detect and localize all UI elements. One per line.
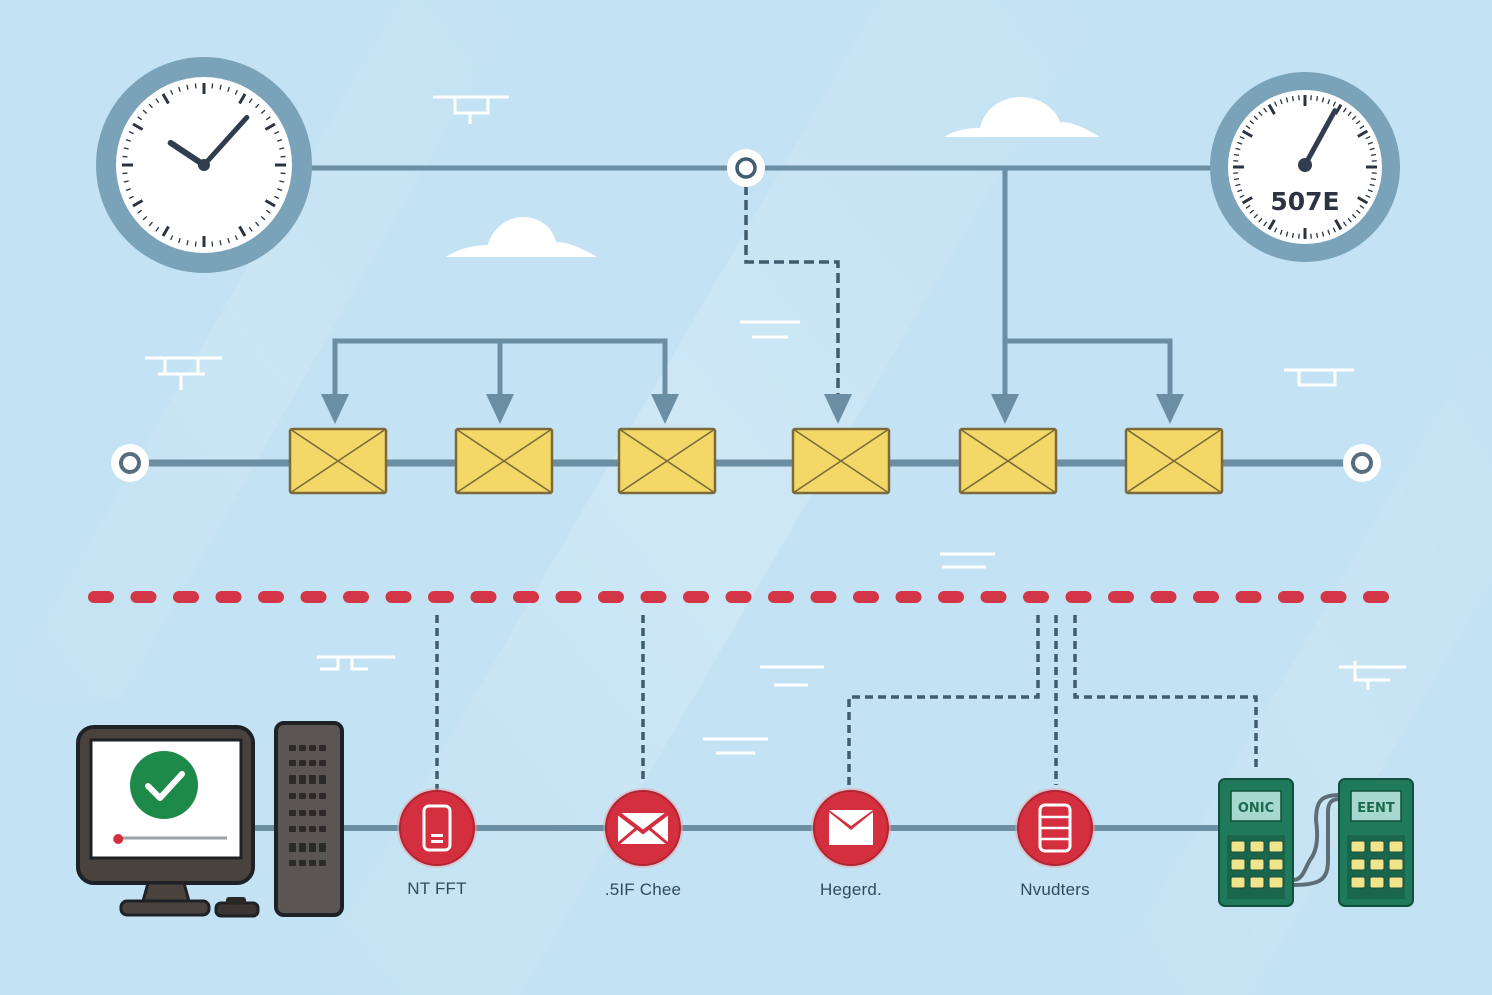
envelope-icon[interactable] bbox=[454, 427, 554, 495]
envelope-icon[interactable] bbox=[617, 427, 717, 495]
dashed-connectors bbox=[435, 615, 1258, 790]
keypad-key[interactable] bbox=[1249, 840, 1265, 853]
clock-hour-hand bbox=[167, 139, 207, 168]
decor-mark bbox=[1284, 368, 1354, 387]
node-label: Hegerd. bbox=[820, 880, 882, 899]
gauge-icon: 507E bbox=[1210, 72, 1400, 262]
progress-knob bbox=[113, 834, 124, 844]
terminal-screen-text: EENT bbox=[1357, 801, 1395, 816]
keypad-key[interactable] bbox=[1388, 840, 1404, 853]
node-label: .5IF Chee bbox=[604, 880, 682, 899]
gauge-needle bbox=[1302, 108, 1338, 168]
arrow-down-icon bbox=[1156, 394, 1184, 424]
node-open-envelope[interactable] bbox=[811, 788, 891, 868]
decor-mark bbox=[317, 655, 395, 671]
queue-start-node[interactable] bbox=[111, 444, 149, 482]
keypad-key[interactable] bbox=[1230, 858, 1246, 871]
envelope-icon[interactable] bbox=[791, 427, 891, 495]
phone-icon bbox=[422, 804, 452, 852]
arrow-down-icon bbox=[321, 394, 349, 424]
keypad-key[interactable] bbox=[1369, 876, 1385, 889]
keypad-key[interactable] bbox=[1388, 876, 1404, 889]
queue-end-node[interactable] bbox=[1343, 444, 1381, 482]
payment-terminal-icon[interactable]: EENT bbox=[1338, 778, 1414, 907]
decor-mark bbox=[760, 665, 824, 687]
decor-mark bbox=[1339, 661, 1406, 690]
decor-mark bbox=[940, 552, 995, 569]
database-icon bbox=[1038, 803, 1072, 853]
keypad-key[interactable] bbox=[1249, 858, 1265, 871]
arrows bbox=[321, 394, 1184, 424]
cloud-icon bbox=[944, 97, 1100, 137]
arrow-down-icon bbox=[651, 394, 679, 424]
decorations bbox=[145, 95, 1406, 755]
envelope-icon[interactable] bbox=[288, 427, 388, 495]
keypad-key[interactable] bbox=[1350, 858, 1366, 871]
keypad-key[interactable] bbox=[1230, 876, 1246, 889]
node-label: Nvudters bbox=[1020, 880, 1090, 899]
decor-mark bbox=[740, 320, 800, 339]
computer-icon[interactable] bbox=[76, 725, 260, 918]
tower-icon[interactable] bbox=[274, 721, 344, 917]
keypad-key[interactable] bbox=[1350, 840, 1366, 853]
keypad-key[interactable] bbox=[1268, 858, 1284, 871]
node-database[interactable] bbox=[1015, 788, 1095, 868]
gauge-label: 507E bbox=[1270, 187, 1339, 216]
envelope-icon[interactable] bbox=[1124, 427, 1224, 495]
keypad-key[interactable] bbox=[1388, 858, 1404, 871]
keypad-key[interactable] bbox=[1350, 876, 1366, 889]
payment-terminal-icon[interactable]: ONIC bbox=[1218, 778, 1294, 907]
terminal-screen-text: ONIC bbox=[1238, 801, 1274, 816]
node-label: NT FFT bbox=[407, 879, 467, 898]
node-phone[interactable] bbox=[397, 788, 477, 868]
keypad-key[interactable] bbox=[1268, 840, 1284, 853]
decor-mark bbox=[703, 737, 768, 755]
envelope-icon[interactable] bbox=[958, 427, 1058, 495]
node-envelope[interactable] bbox=[603, 788, 683, 868]
keypad-key[interactable] bbox=[1369, 858, 1385, 871]
arrow-down-icon bbox=[991, 394, 1019, 424]
keypad-key[interactable] bbox=[1249, 876, 1265, 889]
keypad-key[interactable] bbox=[1230, 840, 1246, 853]
hub-junction[interactable] bbox=[727, 149, 765, 187]
decor-mark bbox=[145, 356, 222, 390]
envelope-icon bbox=[616, 811, 670, 846]
decor-mark bbox=[433, 95, 509, 124]
keypad-key[interactable] bbox=[1369, 840, 1385, 853]
arrow-down-icon bbox=[486, 394, 514, 424]
cloud-icon bbox=[446, 217, 597, 257]
device-cable bbox=[1292, 793, 1341, 887]
dashed-connector bbox=[744, 185, 840, 398]
open-envelope-icon bbox=[829, 810, 873, 845]
keypad-key[interactable] bbox=[1268, 876, 1284, 889]
arrow-down-icon bbox=[824, 394, 852, 424]
clock-minute-hand bbox=[201, 114, 250, 168]
clock-icon bbox=[96, 57, 312, 273]
check-icon bbox=[130, 751, 198, 819]
decorations bbox=[446, 97, 1100, 257]
